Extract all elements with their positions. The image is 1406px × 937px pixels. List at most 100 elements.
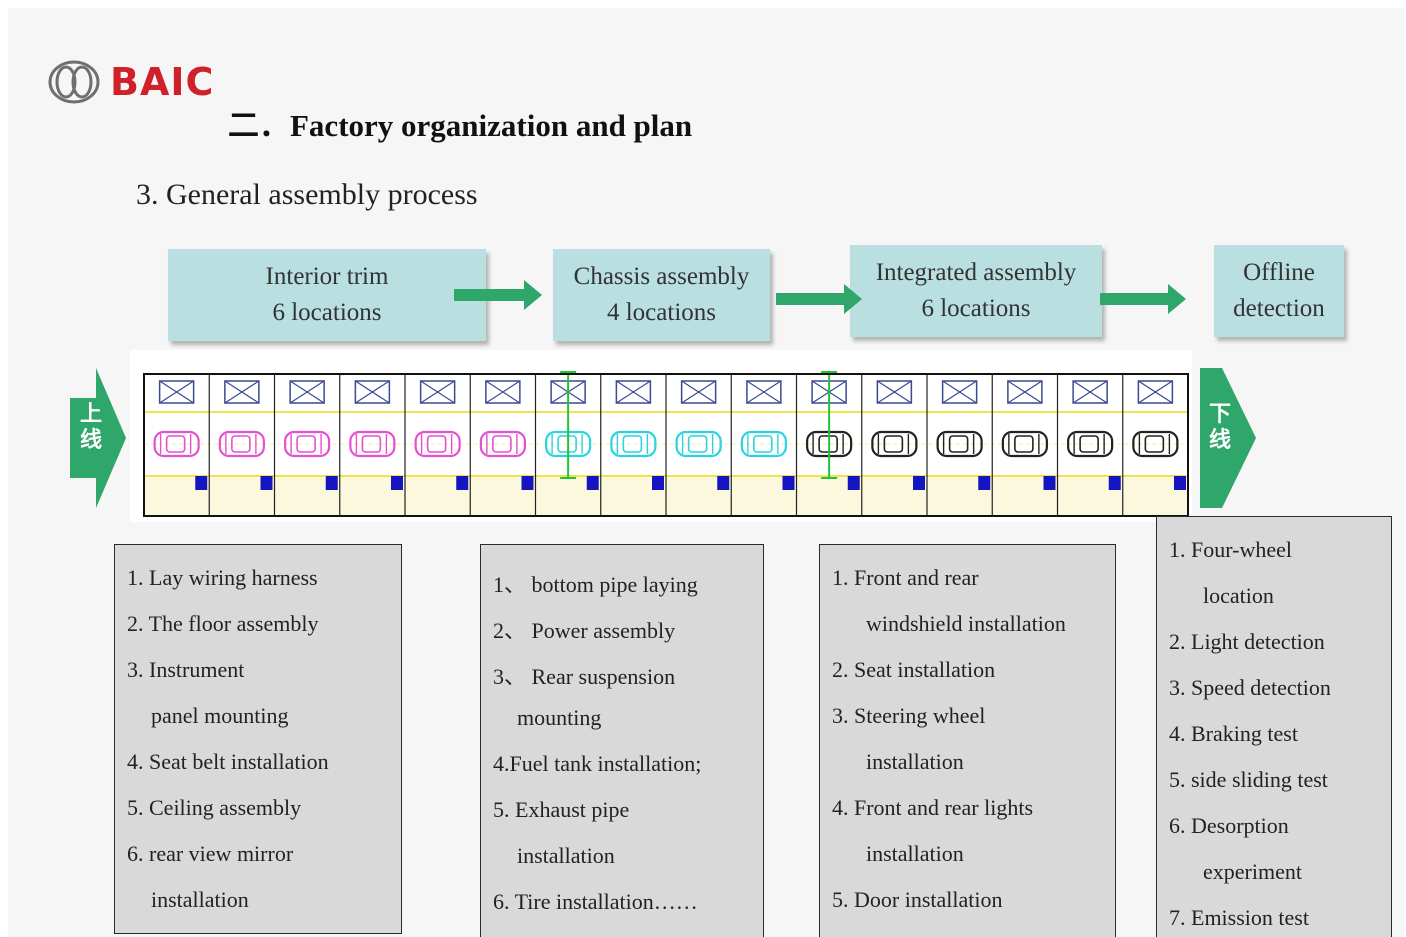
station-marker [847,476,860,490]
interior-operation-line: 6. rear view mirror [127,841,294,866]
car-cabin-icon [361,435,382,453]
integrated-assembly-operations: 1. Front and rear windshield installation… [819,544,1116,937]
car-body-icon [1001,430,1048,458]
car-cabin-icon [753,435,773,453]
car-cabin-icon [296,435,316,453]
section-subtitle: 3. General assembly process [136,178,478,211]
parts-rack-cross [746,380,782,404]
chassis-operation-line: mounting [517,705,602,730]
car-body-icon [414,430,461,458]
station-marker [586,476,599,490]
parts-rack-icon [746,380,782,404]
line-start-char-2: 线 [79,428,102,453]
parts-rack-cross [616,380,651,404]
station-marker [325,476,338,490]
stage-chassis-assembly: Chassis assembly 4 locations [553,249,770,341]
assembly-line-layout [130,350,1192,522]
chassis-operation-line: 1、 bottom pipe laying [493,572,698,597]
parts-rack-icon [289,380,325,404]
car-body-icon [675,430,722,458]
offline-operation-line: 7. Emission test [1169,905,1309,930]
flow-arrow-3-icon [1100,284,1186,314]
chassis-operation-line: 5. Exhaust pipe [493,797,630,822]
car-body-icon [218,430,265,458]
offline-operation-line: location [1203,583,1274,608]
parts-rack-cross [159,380,194,404]
station-marker [978,476,991,490]
parts-rack-cross [224,380,260,404]
offline-operation-line: 2. Light detection [1169,629,1325,654]
interior-operation-line: panel mounting [151,703,289,728]
car-cabin-icon [492,435,512,453]
interior-operation-line: 1. Lay wiring harness [127,565,318,590]
car-cabin-icon [1014,435,1034,453]
parts-rack-cross [420,380,455,404]
line-frame [143,373,1189,517]
car-cabin-icon [883,435,904,453]
parts-rack-icon [485,380,521,404]
car-body-icon [1132,430,1179,458]
baic-emblem-icon [48,60,100,104]
chassis-operation-line: 6. Tire installation…… [493,889,698,914]
offline-operation-line: 1. Four-wheel [1169,537,1292,562]
line-start-label: 上 线 [78,402,104,454]
parts-rack-cross [289,380,325,404]
car-cabin-icon [165,435,186,453]
line-end-char-1: 下 [1208,402,1231,427]
line-start-arrow-icon [70,368,126,508]
line-end-char-2: 线 [1208,428,1231,453]
interior-operation-line: 2. The floor assembly [127,611,319,636]
station-marker [195,476,208,490]
flow-arrow-1-icon [454,280,542,310]
parts-rack-cross [942,380,977,404]
parts-rack-icon [615,380,652,404]
car-body-icon [871,430,918,458]
parts-rack-cross [485,380,521,404]
car-body-icon [740,430,787,458]
parts-rack-cross [355,380,390,404]
interior-operation-line: 4. Seat belt installation [127,749,329,774]
integrated-operation-line: 4. Front and rear lights [832,795,1034,820]
parts-rack-icon [158,380,195,404]
line-end-arrow-icon [1200,368,1256,508]
integrated-operation-line: 1. Front and rear [832,565,979,590]
offline-operation-line: 5. side sliding test [1169,767,1328,792]
brand-name: BAIC [110,60,215,104]
car-cabin-icon [948,435,969,453]
interior-trim-operations: 1. Lay wiring harness 2. The floor assemb… [114,544,402,934]
parts-rack-cross [681,380,716,404]
station-marker [456,476,469,490]
interior-operation-line: installation [151,887,249,912]
stage-offline-detection: Offline detection [1214,245,1344,337]
parts-rack-icon [354,380,391,404]
stage-offline-detection-subtitle: detection [1233,295,1325,322]
integrated-operation-line: windshield installation [866,611,1066,636]
stage-offline-detection-title: Offline [1243,259,1315,286]
car-body-icon [284,430,331,458]
integrated-operation-line: 5. Door installation [832,887,1003,912]
car-body-icon [349,430,396,458]
car-cabin-icon [231,435,251,453]
car-body-icon [936,430,983,458]
stage-integrated-assembly-title: Integrated assembly [875,259,1077,286]
station-marker [1174,476,1186,490]
parts-rack-icon [876,380,913,404]
parts-rack-icon [680,380,717,404]
parts-rack-cross [1072,380,1108,404]
offline-operation-line: 3. Speed detection [1169,675,1331,700]
parts-rack-icon [224,380,260,404]
station-marker [717,476,730,490]
integrated-operation-line: installation [866,841,964,866]
station-marker [260,476,273,490]
slide: BAIC 二．Factory organization and plan 3. … [8,8,1404,937]
stage-integrated-assembly-count: 6 locations [921,295,1031,322]
interior-operation-line: 5. Ceiling assembly [127,795,302,820]
parts-rack-cross [1007,380,1043,404]
parts-rack-icon [1007,380,1043,404]
interior-operation-line: 3. Instrument [127,657,245,682]
station-marker [652,476,664,490]
car-body-icon [1067,430,1114,458]
car-body-icon [610,430,657,458]
offline-operation-line: 6. Desorption [1169,813,1289,838]
